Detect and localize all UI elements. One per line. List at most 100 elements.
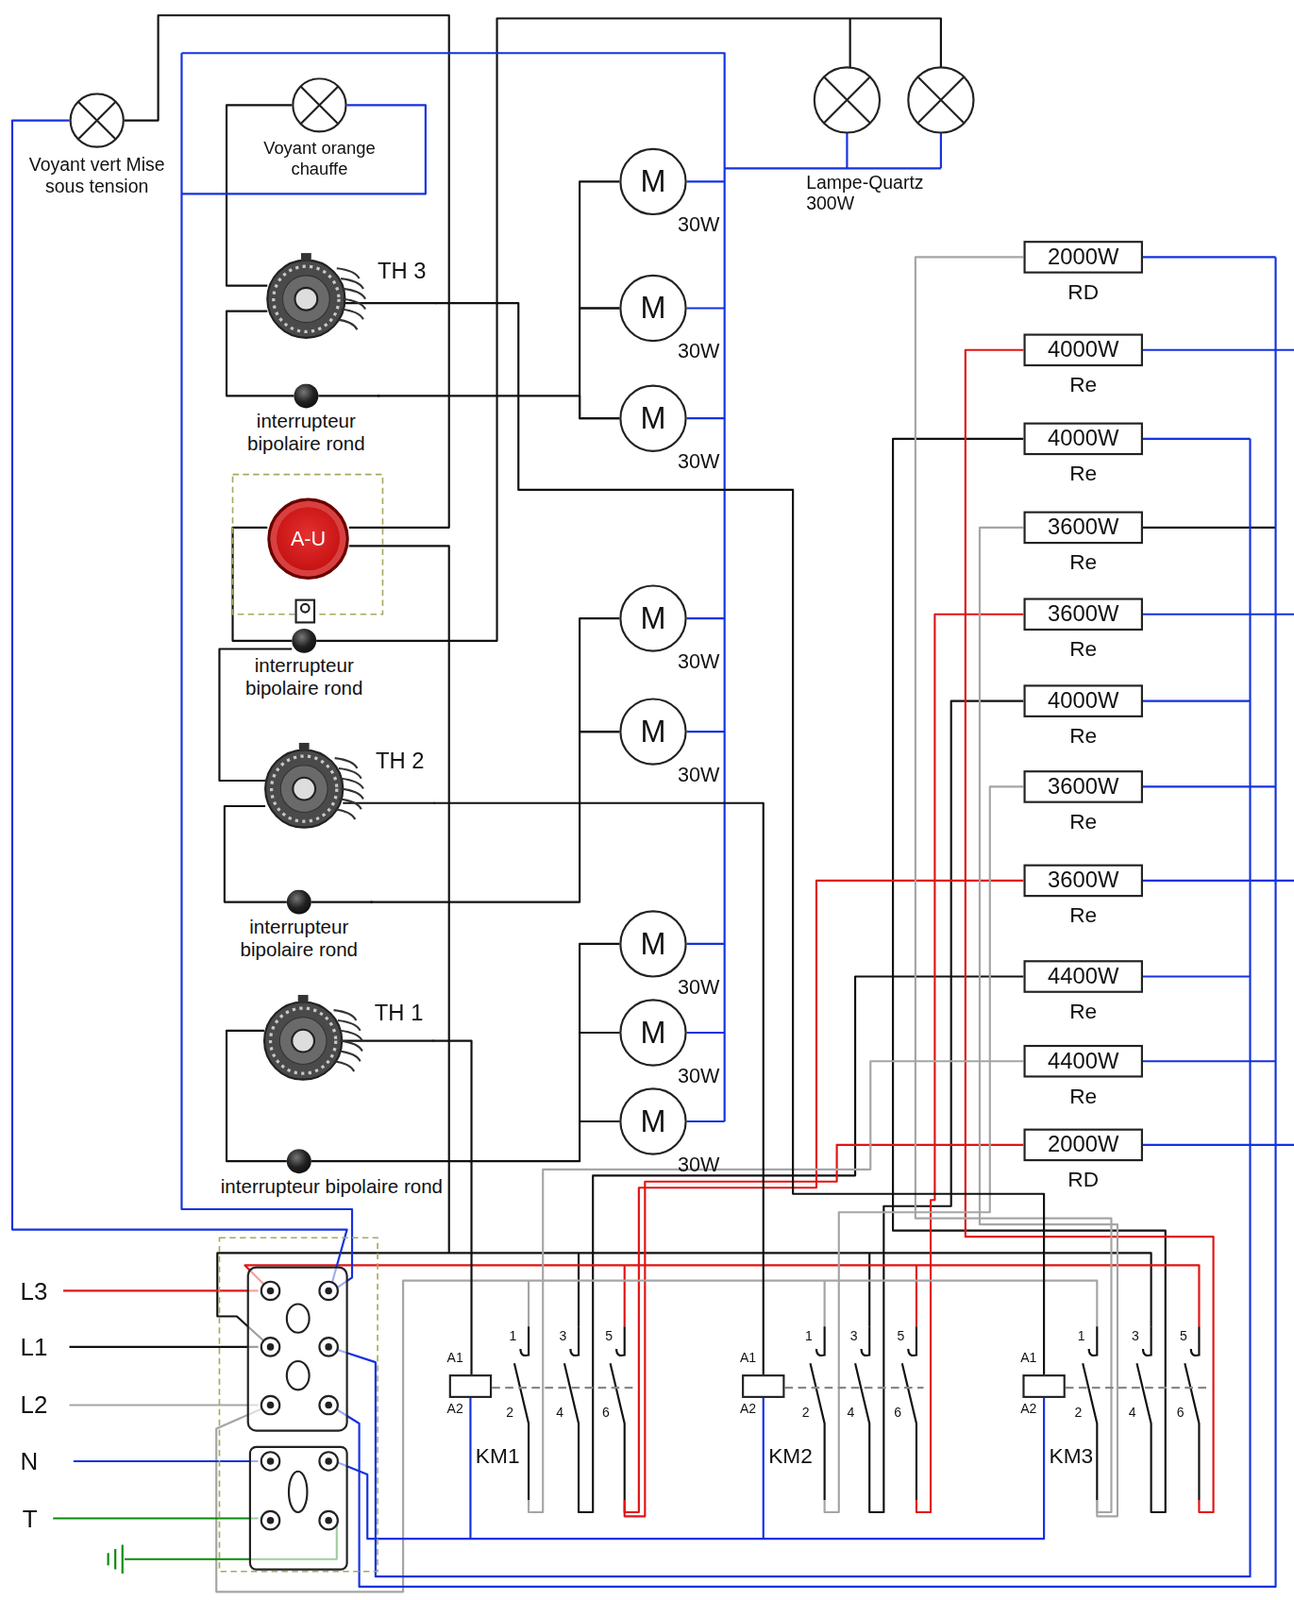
resistor-type: RD xyxy=(1025,1167,1142,1192)
contact-number: 6 xyxy=(893,1406,902,1421)
terminal-block xyxy=(267,1287,333,1525)
motor-letter: M xyxy=(639,166,666,197)
thermostat-knob xyxy=(283,275,331,323)
heating-resistor: 4400WRe xyxy=(1023,1044,1143,1078)
wire xyxy=(528,1060,1024,1513)
emergency-frame xyxy=(233,474,384,623)
resistor-power: 4400W xyxy=(1047,965,1119,989)
terminal-block xyxy=(286,1304,310,1333)
contact-number: 1 xyxy=(1077,1329,1086,1345)
wire xyxy=(624,880,1025,1513)
supply-label: L2 xyxy=(20,1391,49,1419)
bipolar-switch: interrupteur bipolaire rond xyxy=(193,1148,470,1198)
thermostat-knob xyxy=(265,742,364,828)
terminal-block xyxy=(319,1451,337,1470)
resistor-power: 4000W xyxy=(1047,338,1119,362)
resistor-power: 4000W xyxy=(1047,427,1119,451)
thermostat-knob xyxy=(298,994,309,1004)
switch-dot xyxy=(291,628,317,654)
motor-letter: M xyxy=(639,716,666,747)
wire xyxy=(965,350,1214,1513)
motor-power: 30W xyxy=(677,1153,720,1177)
motor-letter: M xyxy=(639,1017,666,1048)
thermostat-label: TH 1 xyxy=(374,999,424,1026)
terminal-block xyxy=(288,1471,307,1513)
switch-dot xyxy=(286,1148,312,1174)
terminal-block xyxy=(324,1343,333,1351)
fan-motor: M30W xyxy=(619,584,687,652)
heating-resistor: 4400WRe xyxy=(1023,959,1143,993)
contact-number: 5 xyxy=(1179,1329,1188,1345)
coil-terminal: A2 xyxy=(447,1401,464,1416)
contact-symbol xyxy=(1184,1326,1199,1500)
wire-connector xyxy=(369,731,620,903)
heating-resistor: 3600WRe xyxy=(1023,597,1143,631)
resistor-type: Re xyxy=(1025,550,1142,574)
wire xyxy=(69,1345,259,1348)
thermostat: TH 2 xyxy=(254,739,434,839)
contact-number: 2 xyxy=(505,1406,514,1421)
thermostat-knob xyxy=(264,994,363,1080)
wire xyxy=(849,17,852,68)
lamp-cross xyxy=(78,101,117,140)
resistor-type: Re xyxy=(1025,372,1142,397)
coil-terminal: A2 xyxy=(1020,1401,1037,1416)
supply-label: L3 xyxy=(20,1277,49,1306)
resistor-type: RD xyxy=(1025,279,1142,303)
resistor-power: 3600W xyxy=(1047,603,1119,626)
quartz-lamp xyxy=(823,76,872,124)
quartz-lamp xyxy=(917,76,965,124)
wire xyxy=(1142,350,1294,1145)
contact-number: 1 xyxy=(509,1329,518,1345)
emergency-stop: A-U xyxy=(267,498,349,580)
wire xyxy=(217,1252,1151,1346)
thermostat: TH 3 xyxy=(256,250,436,349)
wire xyxy=(181,52,724,1122)
bipolar-switch: interrupteur bipolaire rond xyxy=(227,890,370,961)
emergency-frame xyxy=(296,600,315,623)
contact-number: 5 xyxy=(896,1329,905,1345)
motor-letter: M xyxy=(639,603,666,634)
heating-resistor: 4000WRe xyxy=(1023,684,1143,718)
wire xyxy=(124,15,450,528)
terminal-block xyxy=(261,1451,280,1470)
terminal-block xyxy=(248,1267,348,1431)
switch-dot xyxy=(286,890,312,915)
quartz-lamp xyxy=(814,67,880,133)
wire xyxy=(335,256,1277,1587)
wire xyxy=(1142,438,1251,977)
motor-power: 30W xyxy=(677,763,720,787)
wire xyxy=(224,806,287,903)
thermostat-knob xyxy=(301,252,312,262)
thermostat-knob xyxy=(292,777,316,801)
wire xyxy=(108,1545,123,1574)
motor-power: 30W xyxy=(677,213,720,236)
thermostat-knob xyxy=(291,1029,315,1053)
contact-symbol xyxy=(1082,1326,1097,1500)
coil-terminal: A1 xyxy=(739,1350,757,1365)
coil-terminal: A1 xyxy=(447,1350,464,1365)
wire xyxy=(12,52,1294,1587)
switch-label: interrupteur bipolaire rond xyxy=(233,655,376,700)
terminal-block xyxy=(319,1395,337,1414)
wire xyxy=(316,17,942,640)
contact-symbol xyxy=(855,1326,870,1500)
thermostat-knob xyxy=(335,757,364,820)
motor-letter: M xyxy=(639,1106,666,1137)
wire xyxy=(916,614,1025,1513)
heating-resistor: 2000WRD xyxy=(1023,240,1143,274)
contact-number: 2 xyxy=(802,1406,810,1421)
contact-number: 5 xyxy=(604,1329,613,1345)
contactor-coil: KM1 xyxy=(449,1374,492,1398)
contactor-name: KM1 xyxy=(475,1444,521,1468)
wire xyxy=(69,1403,259,1406)
contact-number: 1 xyxy=(805,1329,813,1345)
lamp-caption: Lampe-Quartz 300W xyxy=(806,173,940,215)
wire-connector xyxy=(436,302,1044,1375)
resistor-power: 3600W xyxy=(1047,775,1119,799)
terminal-block xyxy=(267,1401,275,1410)
contact-number: 3 xyxy=(559,1329,568,1345)
thermostat-knob xyxy=(264,1002,342,1080)
motor-letter: M xyxy=(639,292,666,323)
